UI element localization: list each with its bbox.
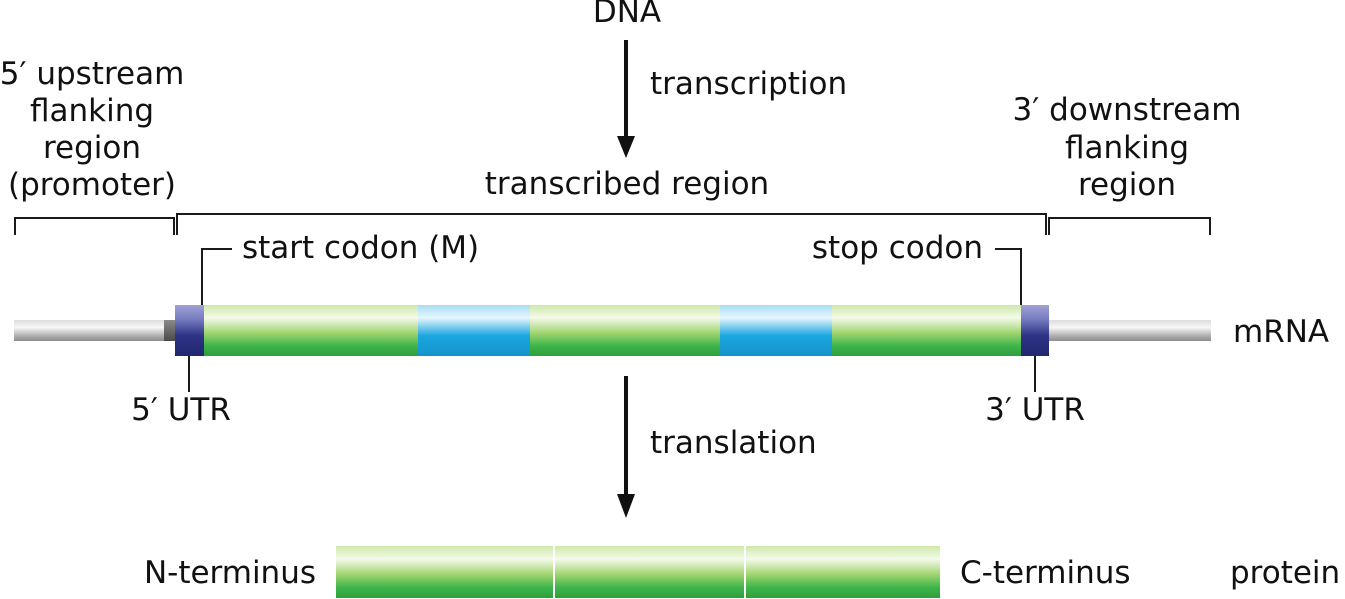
utr3-label: 3′ UTR <box>985 392 1085 428</box>
intron-2 <box>720 305 832 356</box>
downstream-label-line1: 3′ downstream <box>1013 92 1242 128</box>
translation-arrow <box>617 376 635 518</box>
mrna-molecule <box>14 305 1211 356</box>
upstream-label-line4: (promoter) <box>8 167 176 203</box>
downstream-label-line3: region <box>1078 167 1176 203</box>
dna-label: DNA <box>593 0 661 30</box>
upstream-label-line2: flanking <box>30 93 154 129</box>
downstream-label-line2: flanking <box>1065 130 1189 166</box>
transcription-label: transcription <box>650 66 847 102</box>
utr-5 <box>175 305 204 356</box>
c-terminus-label: C-terminus <box>960 555 1131 591</box>
start-codon-label: start codon (M) <box>242 230 479 266</box>
intron-1 <box>418 305 530 356</box>
upstream-label-line3: region <box>43 130 141 166</box>
utr-3 <box>1021 305 1049 356</box>
protein-label: protein <box>1230 555 1340 591</box>
exon-1 <box>204 305 418 356</box>
stop-codon-leader <box>995 248 1022 306</box>
downstream-flank <box>1049 320 1211 341</box>
exon-2 <box>530 305 720 356</box>
transcribed-bracket <box>176 213 1047 235</box>
upstream-flank <box>14 320 166 341</box>
protein-segment-3 <box>746 546 940 598</box>
protein-segment-1 <box>336 546 553 598</box>
transcribed-region-label: transcribed region <box>485 166 769 202</box>
translation-label: translation <box>650 425 817 461</box>
stop-codon-label: stop codon <box>812 230 983 266</box>
mrna-label: mRNA <box>1233 314 1329 350</box>
upstream-bracket <box>14 217 175 235</box>
utr5-label: 5′ UTR <box>131 392 231 428</box>
protein-segment-2 <box>555 546 744 598</box>
start-codon-leader <box>201 248 232 306</box>
upstream-flank-end <box>164 320 176 341</box>
downstream-bracket <box>1048 217 1211 235</box>
protein-molecule <box>336 546 940 598</box>
exon-3 <box>832 305 1021 356</box>
n-terminus-label: N-terminus <box>144 555 316 591</box>
upstream-label-line1: 5′ upstream <box>0 56 184 92</box>
transcription-arrow <box>617 40 635 158</box>
